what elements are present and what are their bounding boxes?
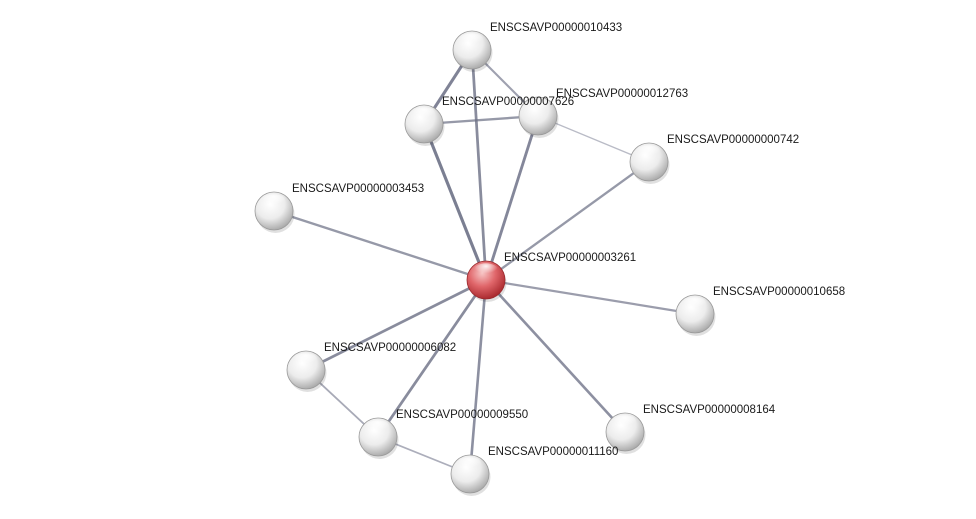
node-10658[interactable]	[675, 294, 716, 336]
edge-3261-12763[interactable]	[484, 114, 540, 282]
node-label-3261: ENSCSAVP00000003261	[504, 252, 636, 264]
node-highlight-gloss	[682, 297, 708, 312]
node-10433[interactable]	[452, 30, 493, 72]
node-label-10433: ENSCSAVP00000010433	[490, 22, 622, 34]
node-highlight-gloss	[459, 33, 485, 48]
node-label-6082: ENSCSAVP00000006082	[324, 342, 456, 354]
edge-3261-3453[interactable]	[272, 209, 488, 282]
node-7626[interactable]	[404, 104, 445, 146]
node-label-9550: ENSCSAVP00000009550	[396, 409, 528, 421]
node-highlight-gloss	[473, 263, 499, 278]
edge-3261-9550[interactable]	[376, 278, 488, 439]
node-highlight-gloss	[525, 99, 551, 114]
node-label-12763: ENSCSAVP00000012763	[556, 88, 688, 100]
node-11160[interactable]	[450, 454, 491, 496]
edge-3261-742[interactable]	[484, 160, 651, 282]
edge-3261-6082[interactable]	[304, 278, 488, 372]
node-8164[interactable]	[605, 412, 646, 454]
edge-12763-742[interactable]	[537, 115, 650, 163]
node-label-10658: ENSCSAVP00000010658	[713, 286, 845, 298]
node-742[interactable]	[629, 142, 670, 184]
node-highlight-gloss	[261, 194, 287, 209]
node-highlight-gloss	[636, 145, 662, 160]
node-highlight-gloss	[612, 415, 638, 430]
edge-3261-7626[interactable]	[422, 122, 488, 282]
edge-3261-8164[interactable]	[484, 278, 627, 434]
node-label-742: ENSCSAVP00000000742	[667, 134, 799, 146]
node-3453[interactable]	[254, 191, 295, 233]
node-label-3453: ENSCSAVP00000003453	[292, 183, 424, 195]
node-12763[interactable]	[518, 96, 559, 138]
node-label-11160: ENSCSAVP00000011160	[488, 446, 618, 458]
node-6082[interactable]	[286, 350, 327, 392]
label-layer: ENSCSAVP00000003261 ENSCSAVP00000010433EN…	[292, 22, 845, 458]
node-highlight-gloss	[365, 420, 391, 435]
node-highlight-gloss	[411, 107, 437, 122]
node-label-8164: ENSCSAVP00000008164	[643, 404, 776, 416]
node-label-7626: ENSCSAVP00000007626	[442, 96, 574, 108]
node-highlight-gloss	[457, 457, 483, 472]
edge-3261-10433[interactable]	[470, 48, 488, 282]
node-9550[interactable]	[358, 417, 399, 459]
node-highlight-gloss	[293, 353, 319, 368]
node-3261[interactable]	[466, 260, 507, 302]
node-layer	[254, 30, 716, 496]
edge-3261-11160[interactable]	[468, 278, 488, 476]
edge-3261-10658[interactable]	[484, 278, 697, 316]
